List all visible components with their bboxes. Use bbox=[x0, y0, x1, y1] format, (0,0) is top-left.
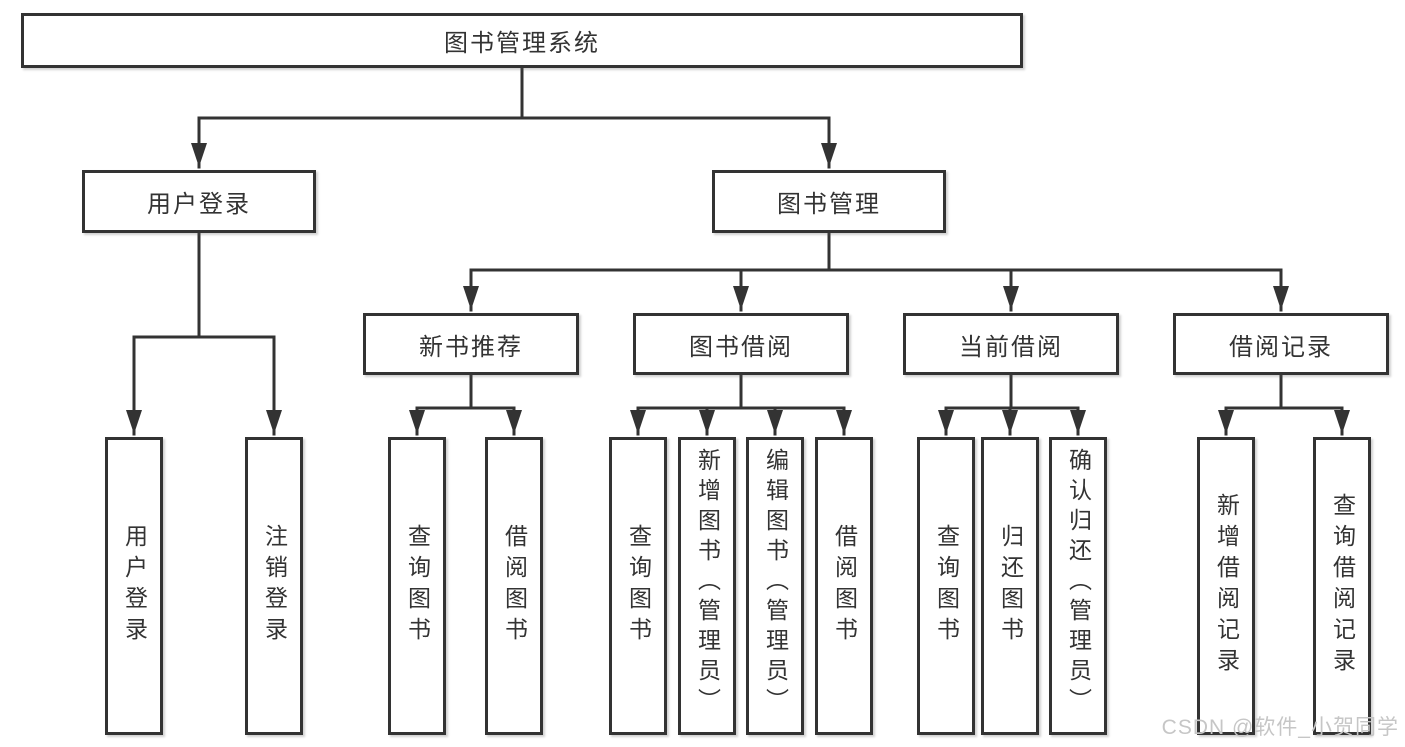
leaf-logout-label: 注销登录 bbox=[261, 524, 288, 648]
node-root-label: 图书管理系统 bbox=[444, 30, 600, 57]
leaf-add-borrow-record-label: 新增借阅记录 bbox=[1213, 493, 1240, 679]
leaf-query-books-2: 查询图书 bbox=[609, 437, 667, 735]
leaf-add-books-admin: 新增图书（管理员） bbox=[678, 437, 736, 735]
leaf-logout: 注销登录 bbox=[245, 437, 303, 735]
leaf-edit-books-admin: 编辑图书（管理员） bbox=[746, 437, 804, 735]
leaf-query-books-1: 查询图书 bbox=[388, 437, 446, 735]
csdn-watermark: CSDN @软件_小贺同学 bbox=[1161, 716, 1399, 739]
node-user-login: 用户登录 bbox=[82, 170, 316, 233]
leaf-borrow-books-1-label: 借阅图书 bbox=[501, 524, 528, 648]
node-current-borrow: 当前借阅 bbox=[903, 313, 1119, 375]
node-borrow-records-label: 借阅记录 bbox=[1229, 333, 1333, 361]
node-book-management: 图书管理 bbox=[712, 170, 946, 233]
leaf-user-login-label: 用户登录 bbox=[121, 524, 148, 648]
leaf-query-books-1-label: 查询图书 bbox=[404, 524, 431, 648]
leaf-query-books-2-label: 查询图书 bbox=[625, 524, 652, 648]
leaf-borrow-books-2-label: 借阅图书 bbox=[831, 524, 858, 648]
node-book-management-label: 图书管理 bbox=[777, 191, 881, 218]
node-current-borrow-label: 当前借阅 bbox=[959, 333, 1063, 361]
leaf-confirm-return-admin: 确认归还（管理员） bbox=[1049, 437, 1107, 735]
leaf-query-books-3: 查询图书 bbox=[917, 437, 975, 735]
leaf-return-books: 归还图书 bbox=[981, 437, 1039, 735]
node-borrow-records: 借阅记录 bbox=[1173, 313, 1389, 375]
leaf-user-login: 用户登录 bbox=[105, 437, 163, 735]
leaf-confirm-return-admin-label: 确认归还（管理员） bbox=[1065, 448, 1092, 718]
leaf-add-books-admin-label: 新增图书（管理员） bbox=[694, 448, 721, 718]
leaf-borrow-books-2: 借阅图书 bbox=[815, 437, 873, 735]
leaf-return-books-label: 归还图书 bbox=[997, 524, 1024, 648]
node-new-book-recommend: 新书推荐 bbox=[363, 313, 579, 375]
leaf-edit-books-admin-label: 编辑图书（管理员） bbox=[762, 448, 789, 718]
leaf-query-books-3-label: 查询图书 bbox=[933, 524, 960, 648]
node-root-library-system: 图书管理系统 bbox=[21, 13, 1023, 68]
leaf-add-borrow-record: 新增借阅记录 bbox=[1197, 437, 1255, 735]
leaf-query-borrow-record: 查询借阅记录 bbox=[1313, 437, 1371, 735]
node-book-borrow: 图书借阅 bbox=[633, 313, 849, 375]
leaf-borrow-books-1: 借阅图书 bbox=[485, 437, 543, 735]
node-new-book-recommend-label: 新书推荐 bbox=[419, 333, 523, 361]
leaf-query-borrow-record-label: 查询借阅记录 bbox=[1329, 493, 1356, 679]
node-user-login-label: 用户登录 bbox=[147, 191, 251, 218]
node-book-borrow-label: 图书借阅 bbox=[689, 333, 793, 361]
